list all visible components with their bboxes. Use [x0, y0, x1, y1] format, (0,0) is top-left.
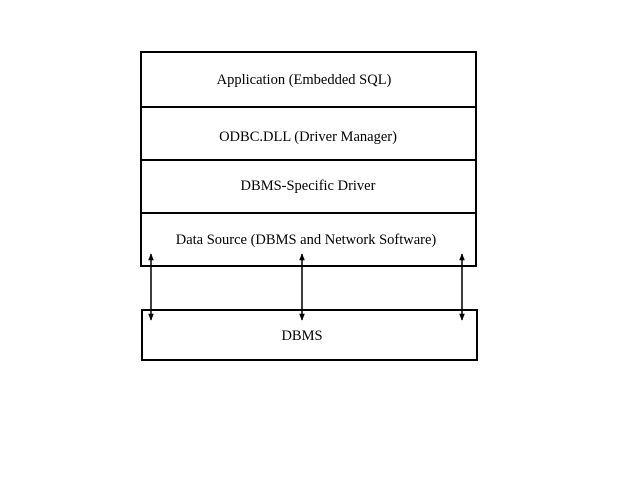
dbms-box	[141, 309, 478, 361]
layer-driver-manager: ODBC.DLL (Driver Manager)	[219, 129, 397, 145]
layer-data-source: Data Source (DBMS and Network Software)	[176, 232, 437, 248]
layer-application: Application (Embedded SQL)	[217, 72, 392, 88]
dbms-label: DBMS	[281, 328, 322, 344]
layer-dbms-driver: DBMS-Specific Driver	[241, 178, 376, 194]
